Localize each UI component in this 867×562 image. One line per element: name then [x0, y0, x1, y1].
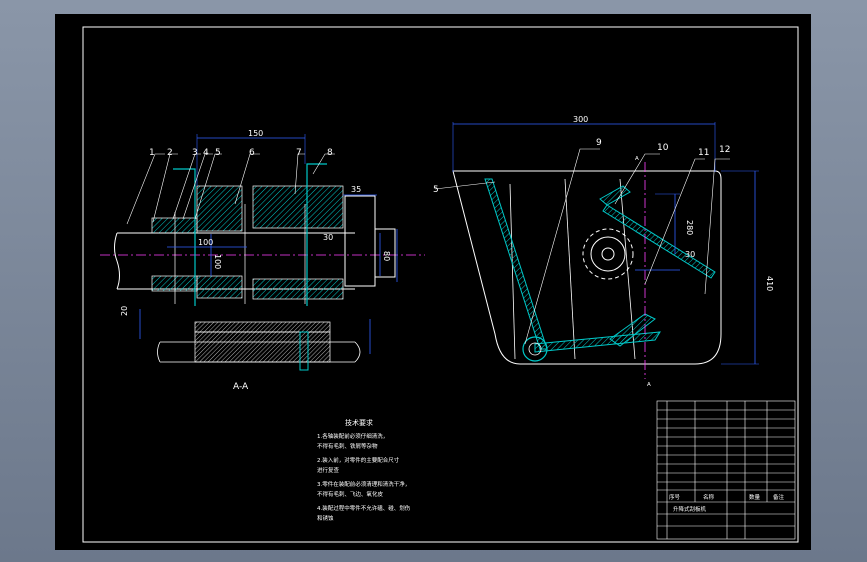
title-block-header-remark: 备注 — [773, 493, 785, 501]
dim-35: 35 — [351, 185, 361, 194]
part-label-9: 9 — [596, 138, 602, 148]
title-block-header-name: 名称 — [703, 493, 715, 501]
note-line-3: 2.装入前，对零件的主要配合尺寸 — [317, 456, 400, 464]
part-label-10: 10 — [657, 143, 669, 153]
gear-hub-lower — [196, 275, 243, 299]
notes-title: 技术要求 — [345, 418, 373, 427]
lower-hub — [194, 331, 331, 363]
dim-300: 300 — [573, 115, 588, 124]
cad-drawing: 1 2 3 4 5 6 7 8 150 35 100 100 30 80 20 … — [82, 26, 799, 543]
sleeve-lower — [252, 278, 344, 300]
dim-80: 80 — [382, 251, 391, 261]
title-block-header-no: 序号 — [669, 493, 681, 501]
scraper-bottom — [534, 331, 661, 353]
note-line-6: 不得有毛刺、飞边、氧化皮 — [317, 490, 384, 498]
dim-100: 100 — [198, 238, 213, 247]
hub-upper-left — [151, 217, 198, 234]
part-label-6: 6 — [249, 148, 255, 158]
pivot-roller — [522, 336, 548, 362]
note-line-2: 不得有毛刺、铁屑等杂物 — [317, 442, 378, 450]
part-label-4: 4 — [203, 148, 209, 158]
shaft-end — [344, 195, 376, 287]
part-label-2: 2 — [167, 148, 173, 158]
scraper-arm — [484, 178, 548, 350]
part-label-12: 12 — [719, 145, 730, 155]
side-view — [434, 122, 759, 379]
note-line-1: 1.各轴装配前必须仔细清洗， — [317, 432, 388, 440]
dim-410: 410 — [765, 276, 774, 291]
title-block — [656, 400, 796, 540]
sleeve-upper — [252, 185, 344, 229]
part-label-5: 5 — [215, 148, 221, 158]
part-label-3: 3 — [192, 148, 198, 158]
section-mark-bottom: A — [647, 382, 651, 388]
hopper-body — [452, 170, 722, 365]
gear-hub-upper — [196, 185, 243, 232]
part-label-5-right: 5 — [433, 185, 439, 195]
lower-plate — [194, 321, 331, 333]
title-block-header-qty: 数量 — [749, 493, 761, 501]
section-label: A-A — [233, 382, 249, 392]
part-label-8: 8 — [327, 148, 333, 158]
inner-border — [82, 26, 799, 543]
drawing-sheet: 1 2 3 4 5 6 7 8 150 35 100 100 30 80 20 … — [55, 14, 811, 550]
note-line-8: 和锈蚀 — [317, 514, 334, 522]
dim-100-vertical: 100 — [213, 254, 222, 269]
shaft-tip — [374, 228, 396, 278]
section-view — [100, 134, 425, 371]
dim-20: 20 — [120, 306, 129, 316]
note-line-4: 进行复查 — [317, 466, 340, 474]
dim-280: 280 — [685, 220, 694, 235]
note-line-5: 3.零件在装配前必须清理和清洗干净， — [317, 480, 410, 488]
part-label-1: 1 — [149, 148, 155, 158]
dim-30: 30 — [323, 233, 333, 242]
hub-lower-left — [151, 275, 198, 292]
dim-30-right: 30 — [685, 250, 695, 259]
note-line-7: 4.装配过程中零件不允许磕、碰、划伤 — [317, 504, 411, 512]
section-mark-top: A — [635, 156, 639, 162]
part-label-7: 7 — [296, 148, 302, 158]
part-label-11: 11 — [698, 148, 709, 158]
dim-150: 150 — [248, 129, 263, 138]
sprocket — [582, 228, 634, 280]
drawing-title: 升降式刮板机 — [673, 505, 707, 513]
lift-lever — [602, 204, 716, 279]
shaft-break — [114, 232, 120, 290]
